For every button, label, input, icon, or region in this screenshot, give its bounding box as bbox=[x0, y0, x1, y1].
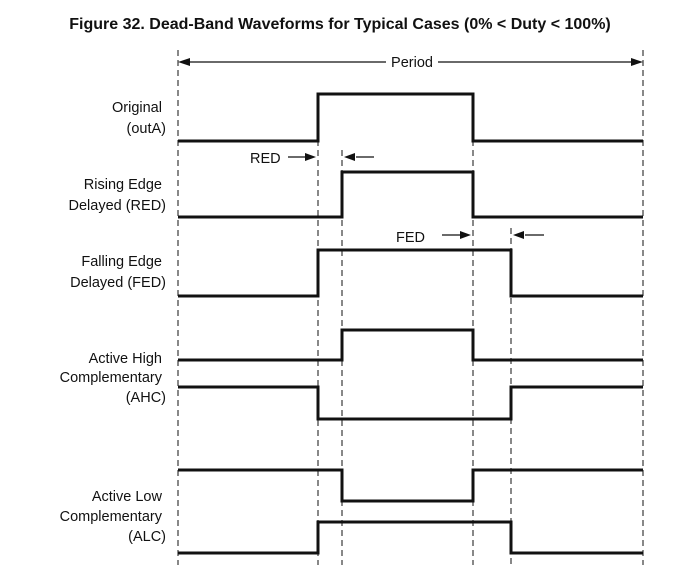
waveform-ahc-complement bbox=[178, 385, 643, 421]
label-ahc: Active High Complementary (AHC) bbox=[60, 351, 166, 406]
waveform-ahc-high bbox=[178, 328, 643, 362]
timing-guides bbox=[177, 50, 644, 565]
waveform-fed bbox=[178, 248, 643, 298]
period-arrowhead-left bbox=[178, 58, 190, 66]
fed-delay-annotation: FED bbox=[396, 230, 544, 246]
label-fed: Falling Edge Delayed (FED) bbox=[70, 254, 166, 291]
fed-arrowhead-out bbox=[513, 231, 524, 239]
red-arrowhead-in bbox=[305, 153, 316, 161]
fed-arrowhead-in bbox=[460, 231, 471, 239]
period-arrowhead-right bbox=[631, 58, 643, 66]
period-dimension: Period bbox=[178, 55, 643, 71]
label-red: Rising Edge Delayed (RED) bbox=[69, 177, 167, 214]
red-arrowhead-out bbox=[344, 153, 355, 161]
waveform-red bbox=[178, 170, 643, 219]
period-label: Period bbox=[391, 55, 433, 71]
waveform-original bbox=[178, 92, 643, 143]
red-label: RED bbox=[250, 151, 281, 167]
label-alc: Active Low Complementary (ALC) bbox=[60, 489, 166, 545]
figure-title: Figure 32. Dead-Band Waveforms for Typic… bbox=[69, 16, 611, 33]
waveform-alc-low bbox=[178, 468, 643, 503]
waveforms bbox=[178, 92, 643, 555]
fed-label: FED bbox=[396, 230, 425, 246]
waveform-alc-complement bbox=[178, 520, 643, 555]
red-delay-annotation: RED bbox=[250, 151, 374, 167]
label-original: Original (outA) bbox=[112, 100, 166, 137]
